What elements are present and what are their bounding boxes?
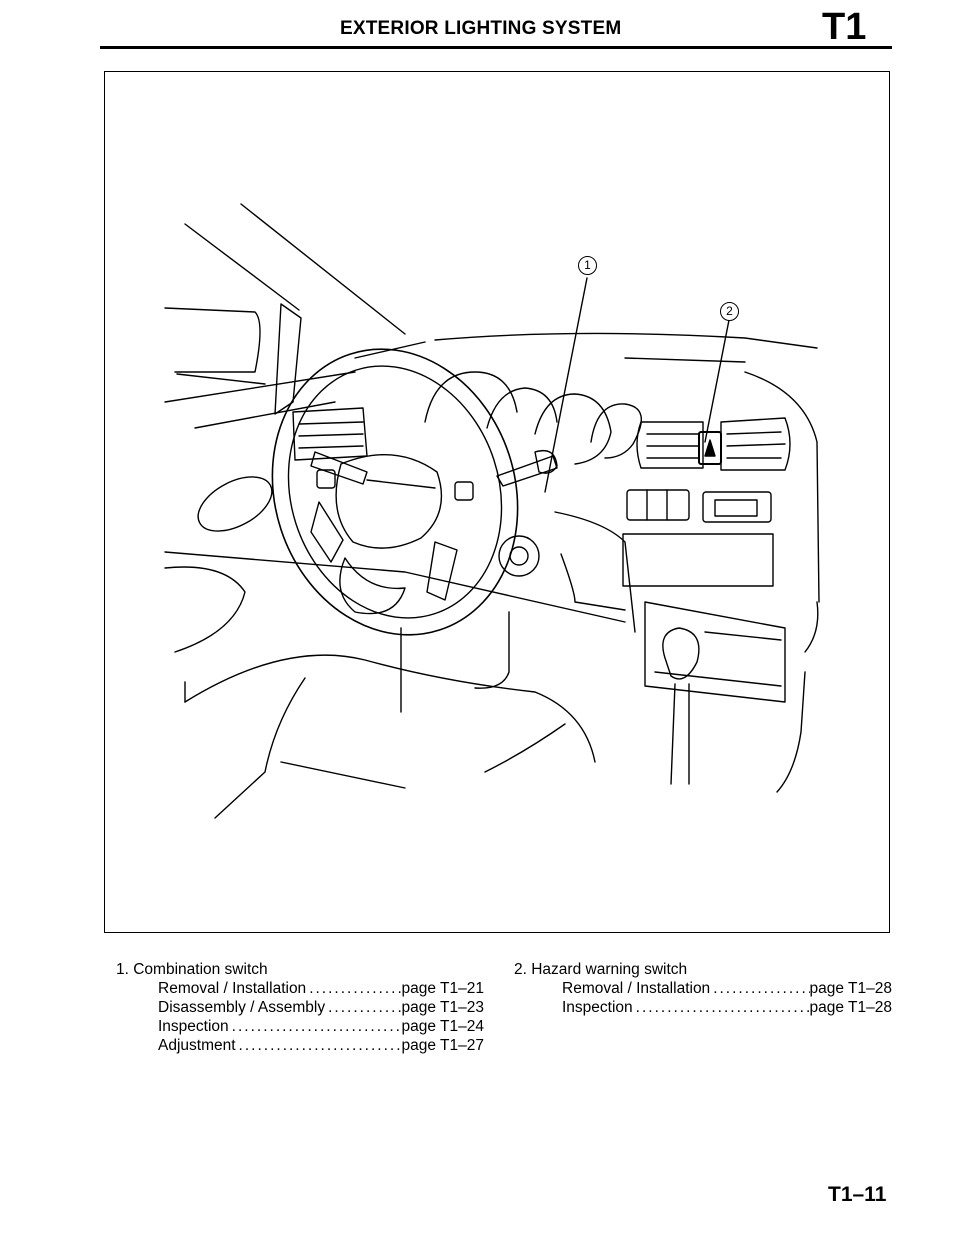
combination-switch-list: 1. Combination switch Removal / Installa… [116, 960, 484, 1055]
header-rule [100, 46, 892, 49]
callout-2: 2 [720, 302, 739, 321]
section-code: T1 [822, 6, 867, 48]
page-title: EXTERIOR LIGHTING SYSTEM [340, 18, 622, 39]
component-heading: 2. Hazard warning switch [514, 961, 688, 978]
list-item: Removal / Installationpage T1–21 [158, 979, 484, 998]
hazard-switch-list: 2. Hazard warning switch Removal / Insta… [514, 960, 892, 1017]
list-item: Removal / Installationpage T1–28 [562, 979, 892, 998]
callout-1: 1 [578, 256, 597, 275]
page-number: T1–11 [828, 1183, 887, 1206]
list-item: Inspectionpage T1–24 [158, 1017, 484, 1036]
list-item: Adjustmentpage T1–27 [158, 1036, 484, 1055]
dashboard-drawing [164, 203, 820, 819]
list-item: Disassembly / Assemblypage T1–23 [158, 998, 484, 1017]
list-item: Inspectionpage T1–28 [562, 998, 892, 1017]
component-heading: 1. Combination switch [116, 961, 268, 978]
dashboard-illustration: 1 2 [104, 71, 890, 933]
